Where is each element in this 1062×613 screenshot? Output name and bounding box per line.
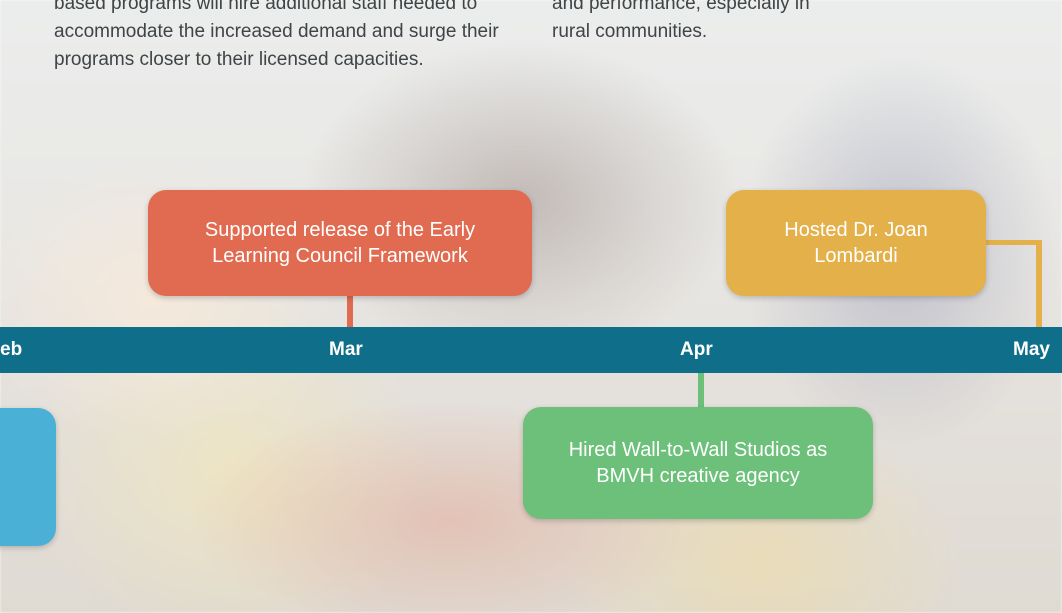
event-text-may: Hosted Dr. Joan Lombardi xyxy=(784,219,928,267)
month-label-feb: eb xyxy=(0,339,23,360)
event-box-mar: Supported release of the Early Learning … xyxy=(148,190,532,296)
connector-may-h xyxy=(985,240,1041,245)
event-box-apr: Hired Wall-to-Wall Studios as BMVH creat… xyxy=(523,407,873,519)
timeline-bar xyxy=(0,327,1062,373)
connector-may-v xyxy=(1036,240,1042,328)
event-text-mar: Supported release of the Early Learning … xyxy=(204,219,476,267)
month-label-may: May xyxy=(1013,339,1050,360)
event-box-feb xyxy=(0,408,56,546)
right-paragraph: and performance, especially in rural com… xyxy=(552,0,810,42)
event-text-apr: Hired Wall-to-Wall Studios as BMVH creat… xyxy=(568,439,828,487)
event-box-may: Hosted Dr. Joan Lombardi xyxy=(726,190,986,296)
left-paragraph: based programs will hire additional staf… xyxy=(54,0,499,70)
connector-mar xyxy=(347,296,353,328)
month-label-mar: Mar xyxy=(329,339,363,360)
connector-apr xyxy=(698,372,704,408)
month-label-apr: Apr xyxy=(680,339,713,360)
